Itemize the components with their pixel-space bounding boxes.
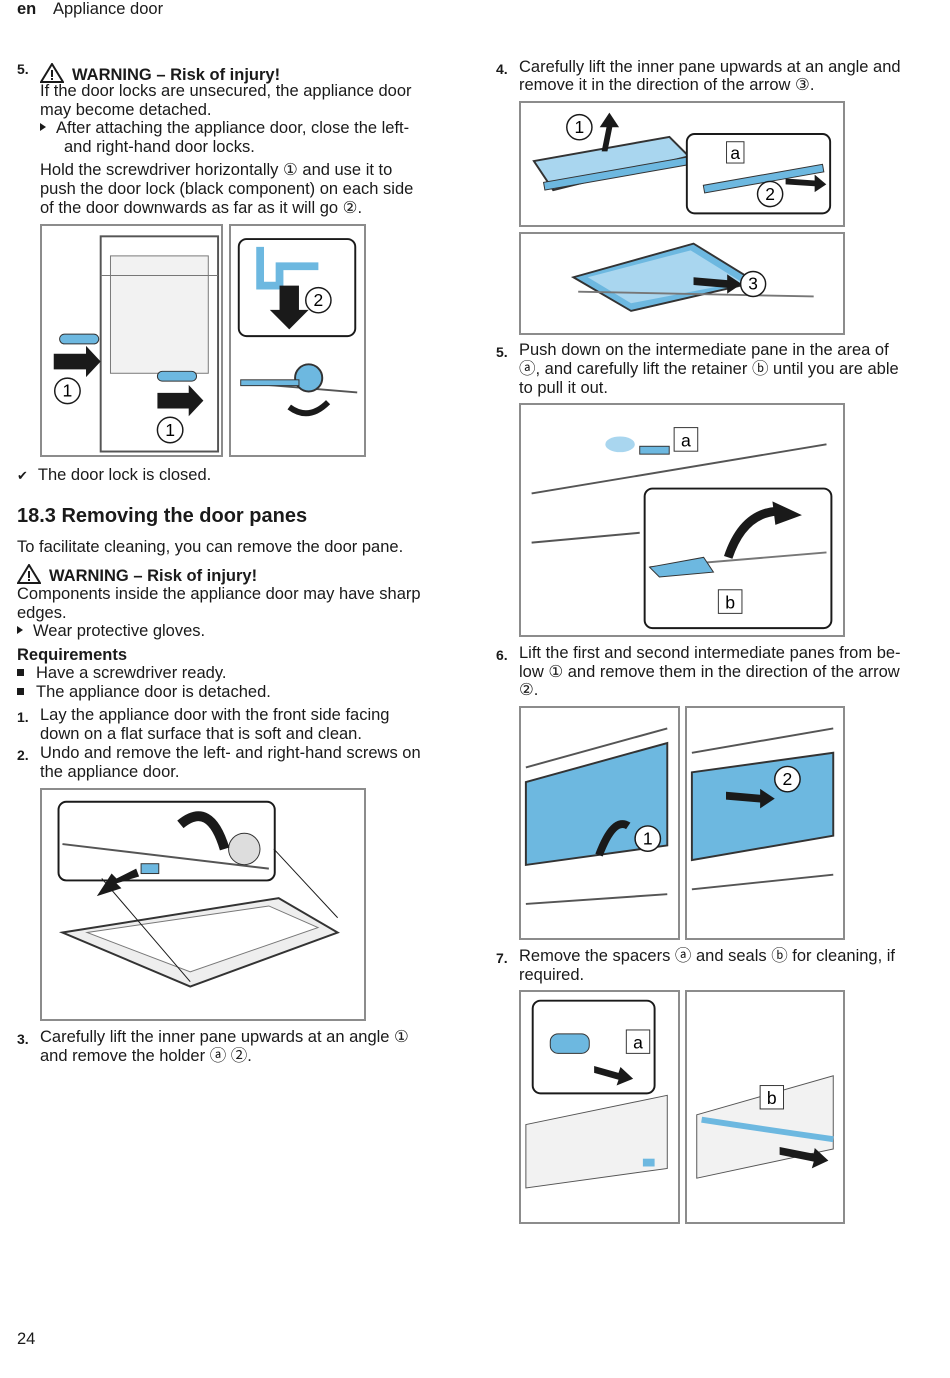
warning-icon: [40, 63, 64, 83]
step-text: low ① and remove them in the direction o…: [519, 663, 900, 681]
step-number: 2.: [17, 747, 29, 763]
step-number: 6.: [496, 647, 508, 663]
warning-text: If the door locks are unsecured, the app…: [40, 82, 412, 100]
step-text: to pull it out.: [519, 379, 608, 397]
header-title: Appliance door: [53, 0, 164, 18]
body-text: push the door lock (black component) on …: [40, 180, 414, 198]
callout-two: 2: [765, 184, 775, 204]
checkmark-icon: ✔: [17, 468, 28, 483]
warning-text: Components inside the appliance door may…: [17, 585, 421, 603]
seals-figure: b: [685, 990, 845, 1224]
intro-text: To facilitate cleaning, you can remove t…: [17, 538, 404, 556]
requirements-title: Requirements: [17, 646, 128, 664]
step-number: 5.: [17, 61, 29, 77]
callout-one: 1: [575, 117, 585, 137]
step-text: and remove the holder ⓐ ②.: [40, 1047, 252, 1065]
requirement-item: Have a screwdriver ready.: [17, 664, 226, 683]
page-number: 24: [17, 1330, 36, 1348]
requirement-item: The appliance door is detached.: [17, 683, 271, 702]
callout-two: 2: [314, 290, 324, 310]
step-text: Lift the first and second intermediate p…: [519, 644, 901, 662]
step-text: Carefully lift the inner pane upwards at…: [40, 1028, 409, 1046]
warning-heading: WARNING – Risk of injury!: [40, 63, 280, 85]
callout-a: a: [730, 143, 740, 163]
step-text: ⓐ, and carefully lift the retainer ⓑ unt…: [519, 360, 899, 378]
callout-one: 1: [63, 381, 73, 401]
step-number: 1.: [17, 709, 29, 725]
language-code: en: [17, 0, 37, 18]
spacers-figure: a: [519, 990, 680, 1224]
warning-text: may become detached.: [40, 101, 212, 119]
step-text: ②.: [519, 681, 539, 699]
square-bullet-icon: [17, 669, 24, 676]
callout-three: 3: [748, 274, 758, 294]
intermediate-pane-lift-figure: 1: [519, 706, 680, 940]
step-number: 5.: [496, 344, 508, 360]
step-text: Push down on the intermediate pane in th…: [519, 341, 889, 359]
step-text: required.: [519, 966, 585, 984]
step-text: remove it in the direction of the arrow …: [519, 76, 815, 94]
callout-one: 1: [165, 420, 175, 440]
screw-removal-figure: [40, 788, 366, 1021]
step-text: Lay the appliance door with the front si…: [40, 706, 390, 724]
door-lock-figure-left: 1 1: [40, 224, 223, 457]
door-lock-figure-right: 2: [229, 224, 366, 457]
step-text: Remove the spacers ⓐ and seals ⓑ for cle…: [519, 947, 896, 965]
warning-heading: WARNING – Risk of injury!: [17, 564, 257, 586]
body-text: Hold the screwdriver horizontally ① and …: [40, 161, 393, 179]
section-heading: 18.3 Removing the door panes: [17, 505, 308, 527]
arrow-bullet-icon: [17, 626, 23, 634]
callout-one: 1: [643, 828, 653, 848]
step-text: down on a flat surface that is soft and …: [40, 725, 362, 743]
instruction-bullet: Wear protective gloves.: [17, 622, 205, 641]
callout-a: a: [633, 1032, 643, 1052]
result-line: ✔The door lock is closed.: [17, 466, 212, 484]
callout-b: b: [725, 592, 735, 612]
step-text: Undo and remove the left- and right-hand…: [40, 744, 421, 762]
instruction-bullet-cont: and right-hand door locks.: [64, 138, 255, 156]
step-number: 3.: [17, 1031, 29, 1047]
step-number: 7.: [496, 950, 508, 966]
inner-pane-remove-figure: 3: [519, 232, 845, 335]
callout-a: a: [681, 430, 691, 450]
square-bullet-icon: [17, 688, 24, 695]
callout-two: 2: [783, 769, 793, 789]
callout-b: b: [767, 1088, 777, 1108]
step-number: 4.: [496, 61, 508, 77]
step-text: Carefully lift the inner pane upwards at…: [519, 58, 901, 76]
arrow-bullet-icon: [40, 123, 46, 131]
inner-pane-lift-figure: 1 a 2: [519, 101, 845, 227]
body-text: of the door downwards as far as it will …: [40, 199, 363, 217]
step-text: the appliance door.: [40, 763, 180, 781]
intermediate-pane-remove-figure: 2: [685, 706, 845, 940]
warning-text: edges.: [17, 604, 67, 622]
instruction-bullet: After attaching the appliance door, clos…: [40, 119, 409, 138]
warning-icon: [17, 564, 41, 584]
retainer-figure: a b: [519, 403, 845, 637]
